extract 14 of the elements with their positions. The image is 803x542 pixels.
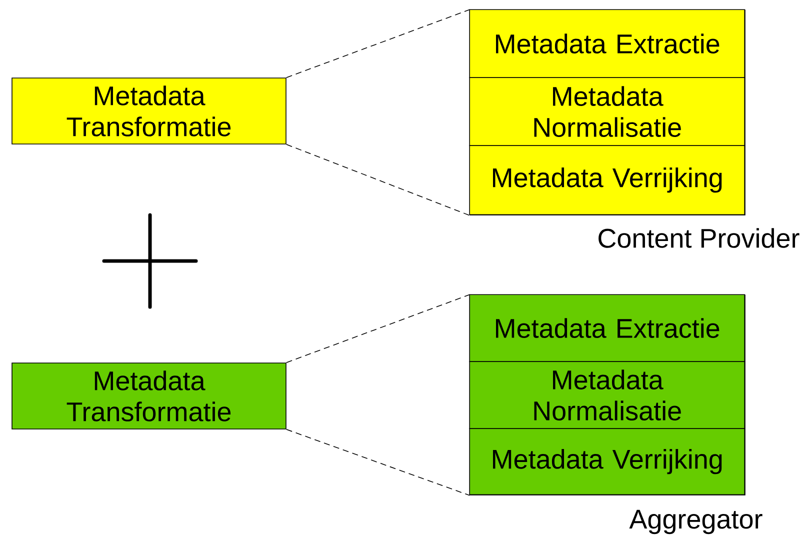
process-box: Metadata Transformatie (12, 362, 286, 430)
process-box: Metadata Normalisatie (469, 361, 745, 429)
dashed-line (286, 144, 470, 216)
group-caption: Content Provider (598, 228, 800, 248)
process-box: Metadata Extractie (469, 294, 745, 362)
process-box: Metadata Normalisatie (469, 77, 745, 146)
dashed-line (286, 429, 470, 496)
process-box: Metadata Extractie (469, 9, 745, 78)
process-box: Metadata Verrijking (469, 145, 745, 215)
dashed-line (286, 294, 470, 363)
process-box: Metadata Transformatie (12, 78, 286, 144)
process-box: Metadata Verrijking (469, 428, 745, 495)
group-caption: Aggregator (629, 510, 762, 534)
dashed-line (286, 9, 470, 78)
